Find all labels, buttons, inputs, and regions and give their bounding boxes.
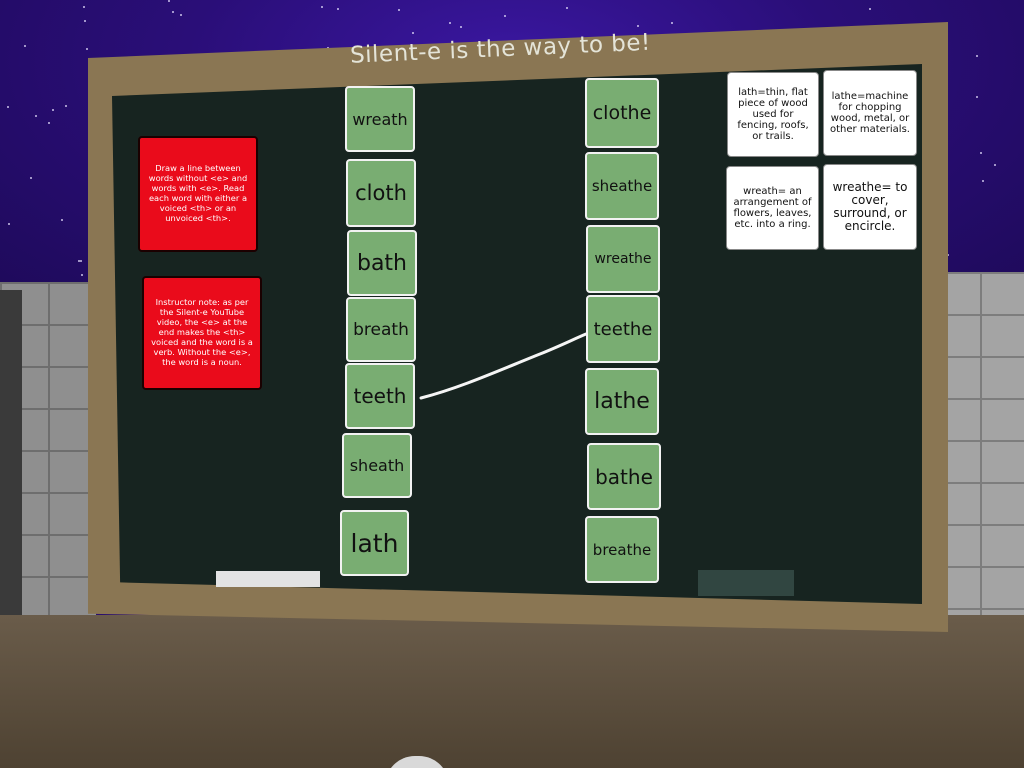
star — [412, 32, 414, 34]
word-label: sheathe — [591, 177, 653, 195]
word-label: bathe — [595, 464, 653, 489]
word-tile-lath[interactable]: lath — [340, 510, 409, 576]
star — [947, 254, 949, 256]
star — [24, 45, 26, 47]
star — [671, 22, 673, 24]
word-label: breathe — [592, 540, 652, 559]
word-tile-lathe[interactable]: lathe — [585, 368, 659, 435]
word-label: teethe — [593, 318, 653, 340]
star — [449, 22, 451, 24]
definition-card-lath: lath=thin, flat piece of wood used for f… — [727, 72, 819, 157]
instructor-note-text: Instructor note: as per the Silent-e You… — [151, 297, 253, 367]
word-label: lath — [350, 528, 399, 558]
star — [30, 177, 32, 179]
word-tile-bathe[interactable]: bathe — [587, 443, 661, 510]
star — [52, 109, 54, 111]
instruction-text: Draw a line between words without <e> an… — [148, 163, 248, 223]
word-label: breath — [353, 319, 409, 340]
star — [180, 14, 182, 16]
definition-card-wreath: wreath= an arrangement of flowers, leave… — [726, 166, 819, 250]
star — [504, 15, 506, 17]
word-label: bath — [356, 250, 407, 276]
word-tile-wreath[interactable]: wreath — [345, 86, 415, 152]
word-tile-sheath[interactable]: sheath — [342, 433, 412, 498]
word-tile-breath[interactable]: breath — [346, 297, 416, 362]
star — [80, 260, 82, 262]
star — [35, 115, 37, 117]
star — [994, 164, 996, 166]
floor — [0, 615, 1024, 768]
chalk-piece[interactable] — [216, 571, 320, 587]
star — [83, 6, 85, 8]
star — [172, 11, 174, 13]
word-tile-sheathe[interactable]: sheathe — [585, 152, 659, 220]
word-tile-teethe[interactable]: teethe — [586, 295, 660, 363]
star — [566, 7, 568, 9]
star — [337, 8, 339, 10]
eraser[interactable] — [698, 570, 794, 596]
star — [65, 105, 67, 107]
star — [61, 219, 63, 221]
word-tile-breathe[interactable]: breathe — [585, 516, 659, 583]
star — [81, 274, 83, 276]
word-tile-wreathe[interactable]: wreathe — [586, 225, 660, 293]
star — [460, 26, 462, 28]
star — [398, 9, 400, 11]
brick-wall-right — [936, 272, 1024, 642]
word-tile-teeth[interactable]: teeth — [345, 363, 415, 429]
star — [976, 96, 978, 98]
star — [321, 6, 323, 8]
star — [637, 25, 639, 27]
star — [869, 8, 871, 10]
instructor-note-card: Instructor note: as per the Silent-e You… — [142, 276, 262, 390]
word-label: sheath — [349, 456, 405, 475]
star — [86, 48, 88, 50]
star — [84, 20, 86, 22]
word-label: wreath — [352, 109, 408, 129]
star — [168, 0, 170, 2]
definition-card-lathe: lathe=machine for chopping wood, metal, … — [823, 70, 917, 156]
movement-joystick[interactable] — [385, 756, 449, 768]
definition-text: lathe=machine for chopping wood, metal, … — [830, 91, 910, 135]
star — [976, 55, 978, 57]
star — [7, 106, 9, 108]
word-tile-clothe[interactable]: clothe — [585, 78, 659, 148]
star — [980, 152, 982, 154]
definition-text: lath=thin, flat piece of wood used for f… — [737, 87, 809, 142]
word-label: lathe — [594, 389, 650, 414]
word-label: cloth — [355, 181, 407, 205]
definition-text: wreathe= to cover, surround, or encircle… — [832, 179, 908, 234]
word-tile-bath[interactable]: bath — [347, 230, 417, 296]
star — [48, 122, 50, 124]
star — [8, 223, 10, 225]
word-tile-cloth[interactable]: cloth — [346, 159, 416, 227]
word-label: clothe — [592, 102, 652, 124]
definition-text: wreath= an arrangement of flowers, leave… — [733, 186, 812, 230]
word-label: teeth — [353, 384, 407, 408]
instruction-card: Draw a line between words without <e> an… — [138, 136, 258, 252]
star — [982, 180, 984, 182]
word-label: wreathe — [594, 251, 652, 267]
star — [78, 260, 80, 262]
wall-left-shadow — [0, 290, 22, 630]
definition-card-wreathe: wreathe= to cover, surround, or encircle… — [823, 164, 917, 250]
